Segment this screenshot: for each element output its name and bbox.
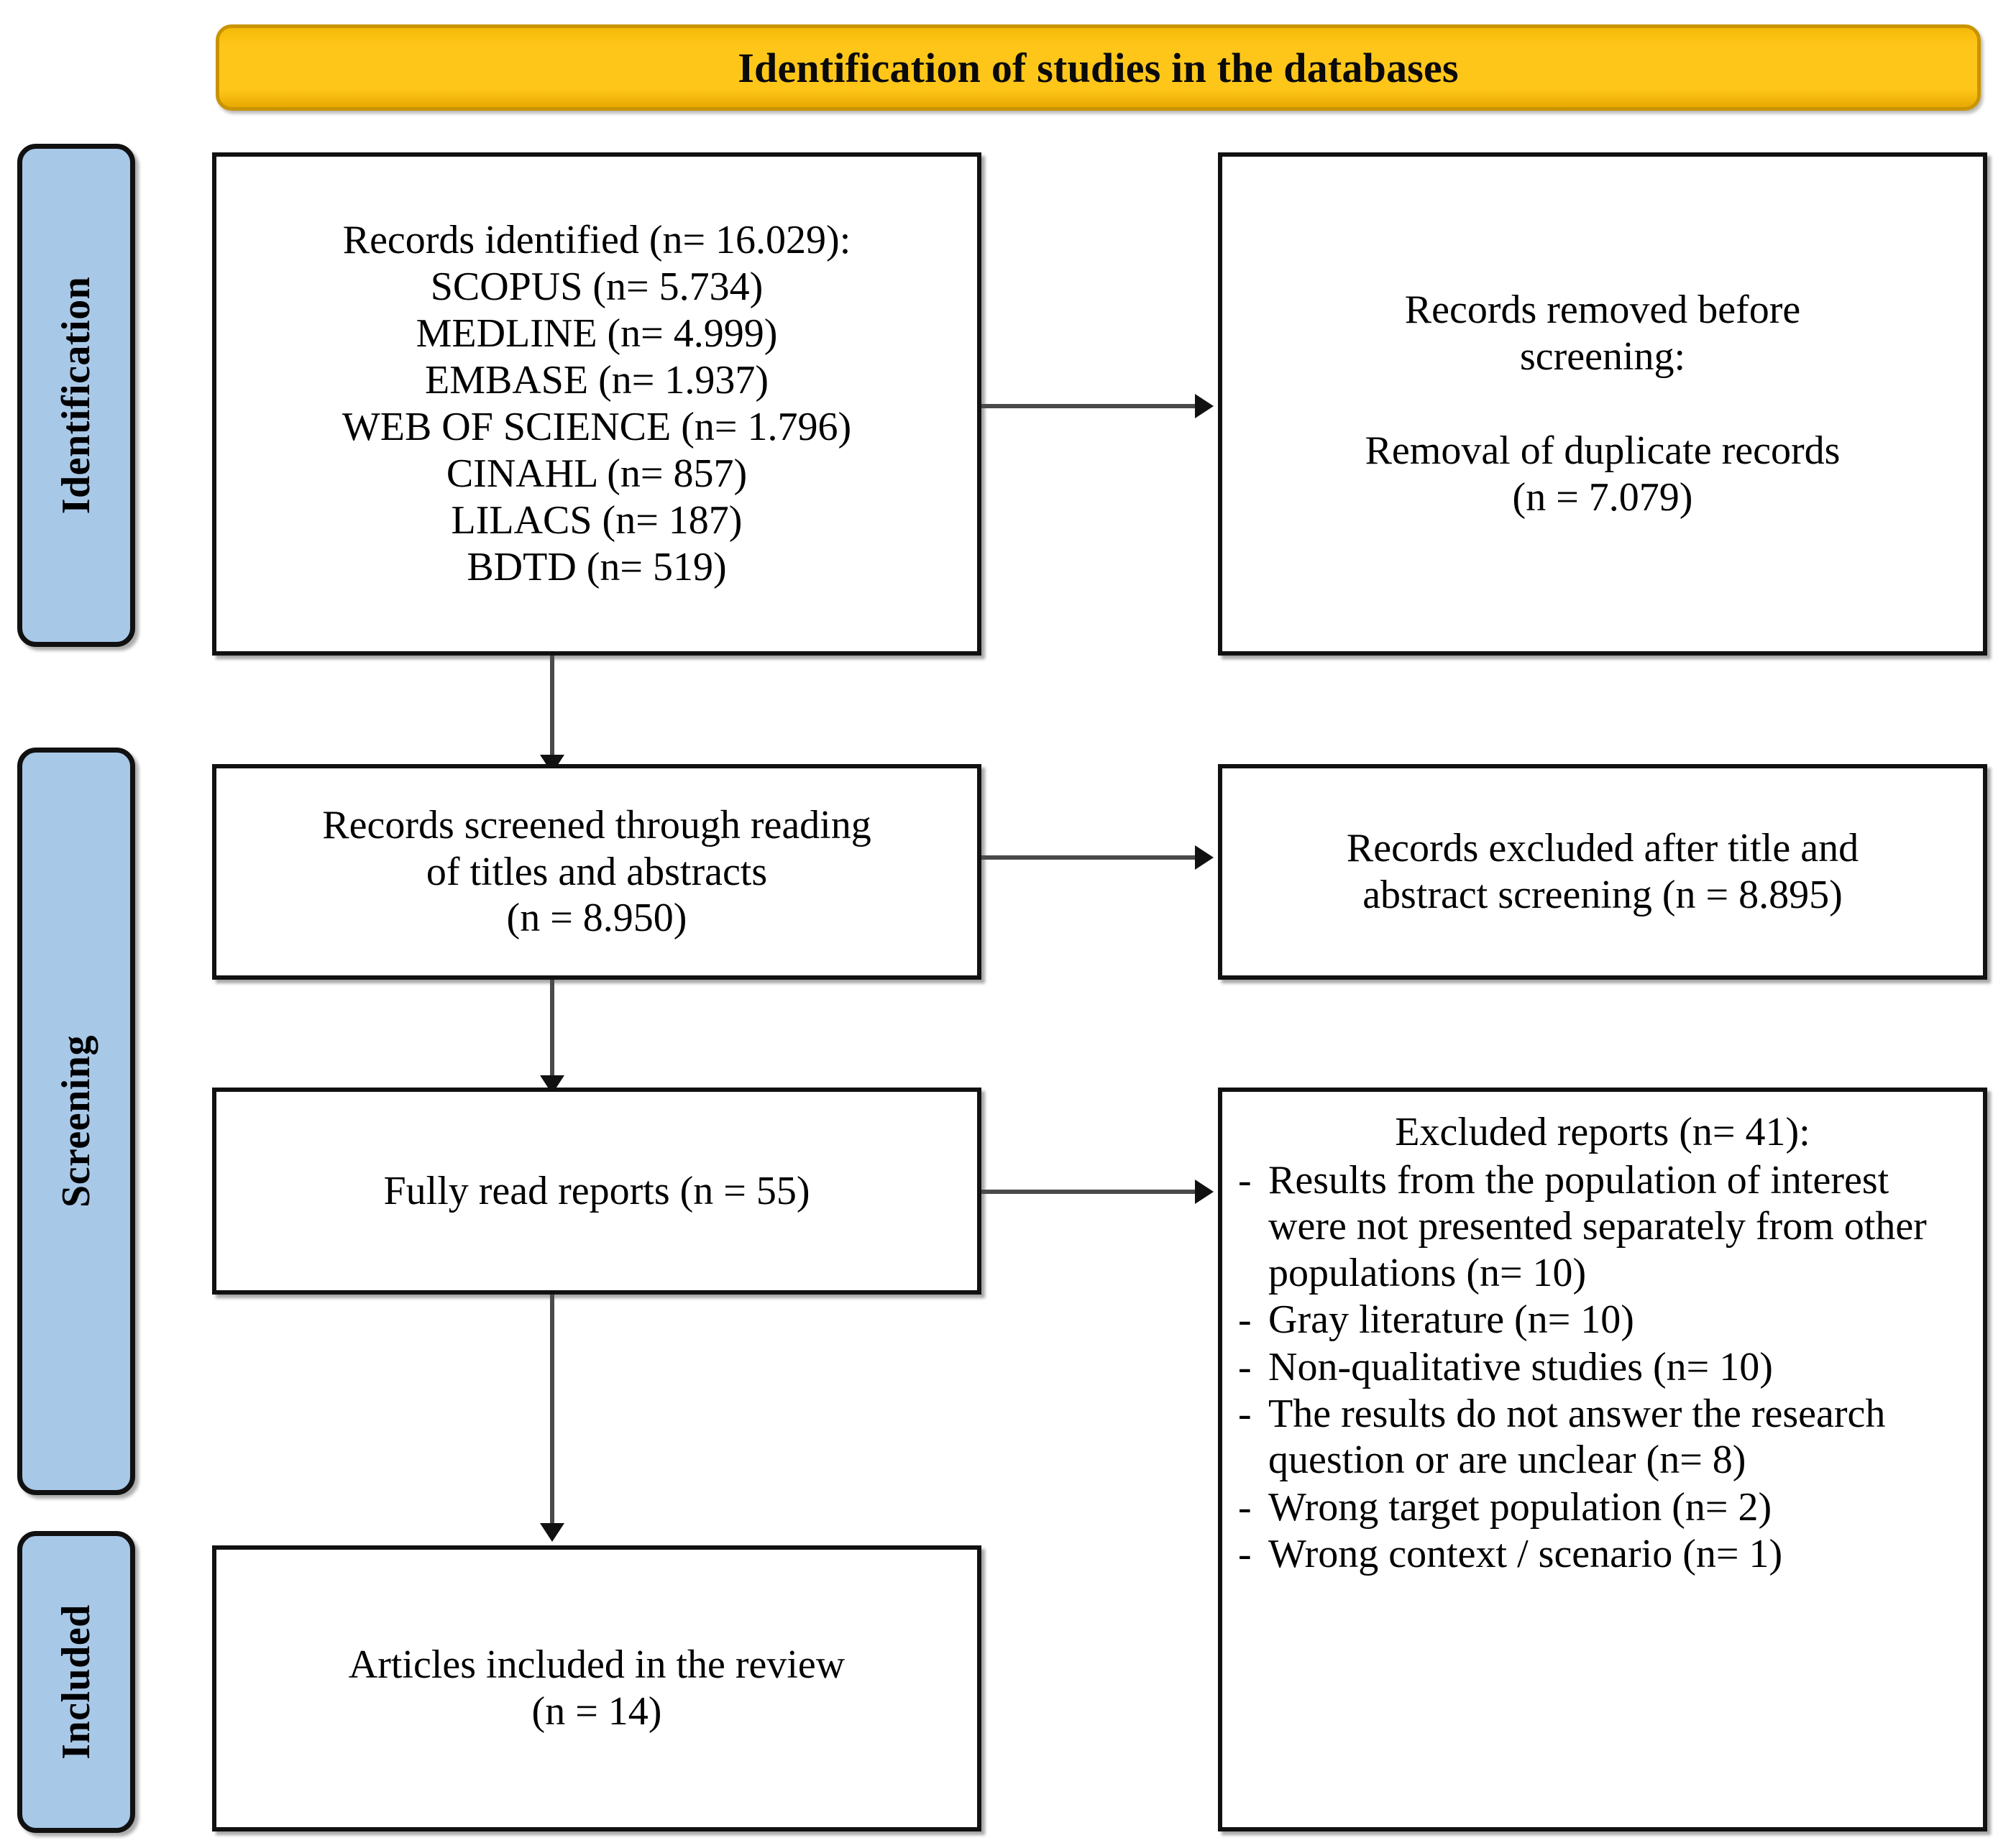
records-identified-line: SCOPUS (n= 5.734) — [430, 265, 764, 310]
records-removed-line: (n = 7.079) — [1512, 474, 1693, 520]
stage-bar-screening: Screening — [17, 748, 135, 1495]
bullet-marker: - — [1238, 1344, 1252, 1389]
excluded-reports-item-text: Non-qualitative studies (n= 10) — [1268, 1344, 1773, 1389]
box-records-removed: Records removed before screening: Remova… — [1218, 152, 1987, 656]
excluded-reports-item-text: Gray literature (n= 10) — [1268, 1297, 1634, 1343]
arrowhead-fullyread-to-excludedreports — [1195, 1180, 1214, 1204]
records-screened-line: of titles and abstracts — [426, 849, 768, 894]
excluded-reports-item: - The results do not answer the research… — [1235, 1391, 1970, 1484]
excluded-reports-item-text: Results from the population of interest … — [1268, 1157, 1927, 1295]
arrowhead-fullyread-to-included — [540, 1523, 564, 1542]
excluded-reports-item: - Results from the population of interes… — [1235, 1157, 1970, 1296]
connector-identified-to-removed — [981, 404, 1197, 408]
arrowhead-screened-to-excluded — [1195, 845, 1214, 870]
articles-included-line: (n = 14) — [531, 1689, 662, 1734]
bullet-marker: - — [1238, 1484, 1252, 1530]
box-articles-included: Articles included in the review (n = 14) — [212, 1545, 981, 1831]
records-removed-line: Removal of duplicate records — [1365, 428, 1841, 473]
records-excluded-screening-line: abstract screening (n = 8.895) — [1362, 873, 1843, 917]
excluded-reports-item: - Non-qualitative studies (n= 10) — [1235, 1344, 1970, 1390]
connector-fullyread-to-excludedreports — [981, 1190, 1197, 1194]
excluded-reports-title: Excluded reports (n= 41): — [1395, 1110, 1810, 1154]
box-records-screened: Records screened through reading of titl… — [212, 764, 981, 980]
records-screened-line: Records screened through reading — [322, 802, 871, 847]
records-identified-line: MEDLINE (n= 4.999) — [416, 311, 778, 357]
arrowhead-identified-to-removed — [1195, 394, 1214, 418]
connector-screened-to-fullyread — [550, 980, 554, 1080]
records-excluded-screening-line: Records excluded after title and — [1346, 826, 1859, 871]
records-identified-line: EMBASE (n= 1.937) — [424, 358, 769, 403]
excluded-reports-item-text: Wrong context / scenario (n= 1) — [1268, 1532, 1783, 1577]
bullet-marker: - — [1238, 1297, 1252, 1343]
stage-bar-included: Included — [17, 1531, 135, 1833]
stage-label-screening: Screening — [54, 1035, 98, 1208]
records-identified-line: CINAHL (n= 857) — [446, 451, 748, 496]
excluded-reports-item: - Wrong target population (n= 2) — [1235, 1484, 1970, 1530]
records-identified-line: LILACS (n= 187) — [451, 497, 743, 543]
articles-included-line: Articles included in the review — [348, 1642, 846, 1688]
page-title: Identification of studies in the databas… — [738, 44, 1459, 91]
excluded-reports-list: - Results from the population of interes… — [1235, 1157, 1970, 1578]
excluded-reports-item: - Wrong context / scenario (n= 1) — [1235, 1531, 1970, 1577]
records-identified-line: Records identified (n= 16.029): — [342, 218, 851, 263]
box-excluded-reports: Excluded reports (n= 41): - Results from… — [1218, 1088, 1987, 1831]
records-identified-line: BDTD (n= 519) — [467, 544, 727, 589]
bullet-marker: - — [1238, 1391, 1252, 1436]
stage-bar-identification: Identification — [17, 144, 135, 647]
bullet-marker: - — [1238, 1157, 1252, 1203]
records-identified-line: WEB OF SCIENCE (n= 1.796) — [342, 405, 852, 449]
excluded-reports-item-text: Wrong target population (n= 2) — [1268, 1484, 1772, 1530]
connector-screened-to-excluded — [981, 855, 1197, 860]
stage-label-included: Included — [54, 1604, 98, 1760]
box-records-excluded-screening: Records excluded after title and abstrac… — [1218, 764, 1987, 980]
box-fully-read-reports: Fully read reports (n = 55) — [212, 1088, 981, 1295]
box-records-identified: Records identified (n= 16.029): SCOPUS (… — [212, 152, 981, 656]
header-banner: Identification of studies in the databas… — [216, 24, 1981, 111]
records-screened-line: (n = 8.950) — [506, 896, 687, 941]
fully-read-reports-line: Fully read reports (n = 55) — [383, 1168, 810, 1213]
connector-fullyread-to-included — [550, 1295, 554, 1528]
bullet-marker: - — [1238, 1532, 1252, 1577]
records-removed-line: screening: — [1519, 334, 1686, 380]
connector-identified-to-screened — [550, 656, 554, 760]
excluded-reports-item: - Gray literature (n= 10) — [1235, 1297, 1970, 1343]
records-removed-line: Records removed before — [1404, 288, 1801, 333]
excluded-reports-item-text: The results do not answer the research q… — [1268, 1391, 1886, 1483]
stage-label-identification: Identification — [54, 276, 98, 515]
